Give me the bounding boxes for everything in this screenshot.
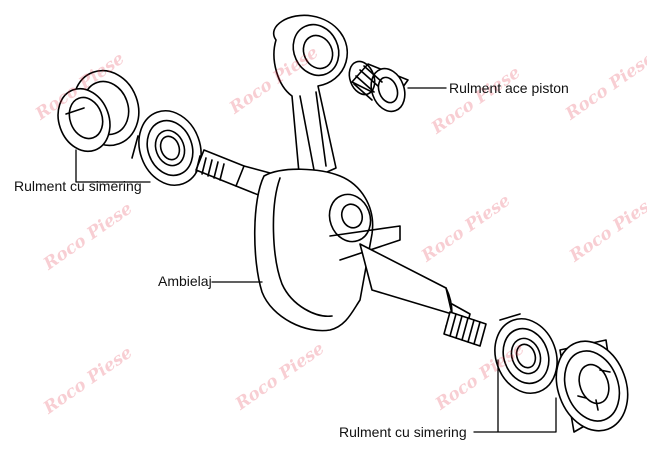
needle-bearing (348, 60, 409, 113)
right-ball-bearing (494, 313, 558, 394)
label-needle-bearing: Rulment ace piston (449, 80, 569, 96)
label-seal-bearing-right: Rulment cu simering (339, 424, 467, 440)
label-crankshaft: Ambielaj (158, 273, 212, 289)
right-seal-bearing (555, 339, 629, 433)
connecting-rod (273, 14, 349, 185)
crank-web (253, 168, 401, 332)
label-seal-bearing-left: Rulment cu simering (14, 178, 142, 194)
left-seal-bearing (57, 69, 140, 153)
left-ball-bearing (131, 110, 202, 186)
leader-lines (75, 87, 557, 433)
right-shaft-thread (443, 311, 487, 347)
